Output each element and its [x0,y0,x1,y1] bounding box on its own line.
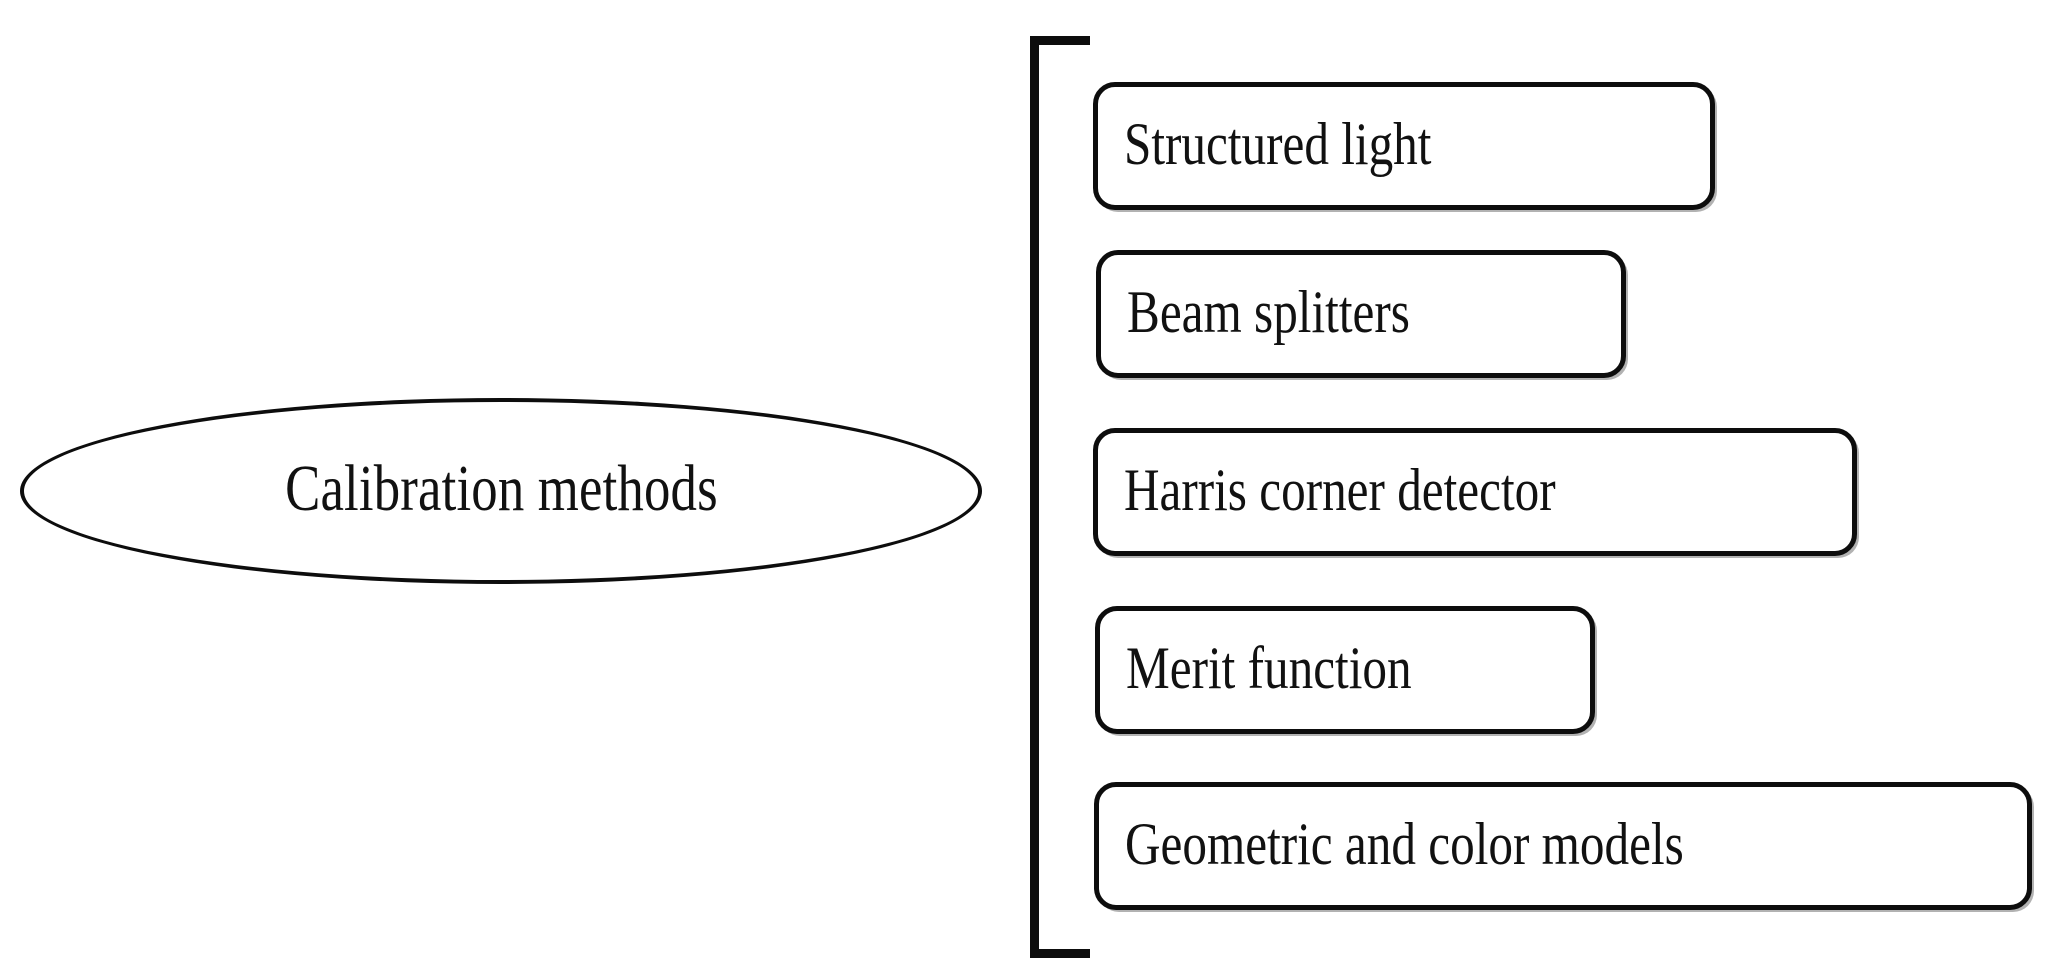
root-node-label: Calibration methods [284,452,718,525]
branch-node-merit-function[interactable]: Merit function [1095,606,1595,734]
branch-node-label: Merit function [1126,634,1412,701]
branch-node-label: Geometric and color models [1125,810,1684,877]
root-node-calibration-methods[interactable]: Calibration methods [20,398,982,584]
square-bracket-connector [1030,36,1090,958]
branch-node-geometric-and-color-models[interactable]: Geometric and color models [1094,782,2032,910]
branch-node-harris-corner-detector[interactable]: Harris corner detector [1093,428,1857,556]
branch-node-structured-light[interactable]: Structured light [1093,82,1715,210]
branch-node-label: Harris corner detector [1124,456,1556,523]
branch-node-label: Beam splitters [1127,278,1410,345]
branch-node-beam-splitters[interactable]: Beam splitters [1096,250,1626,378]
branch-node-label: Structured light [1124,110,1432,177]
